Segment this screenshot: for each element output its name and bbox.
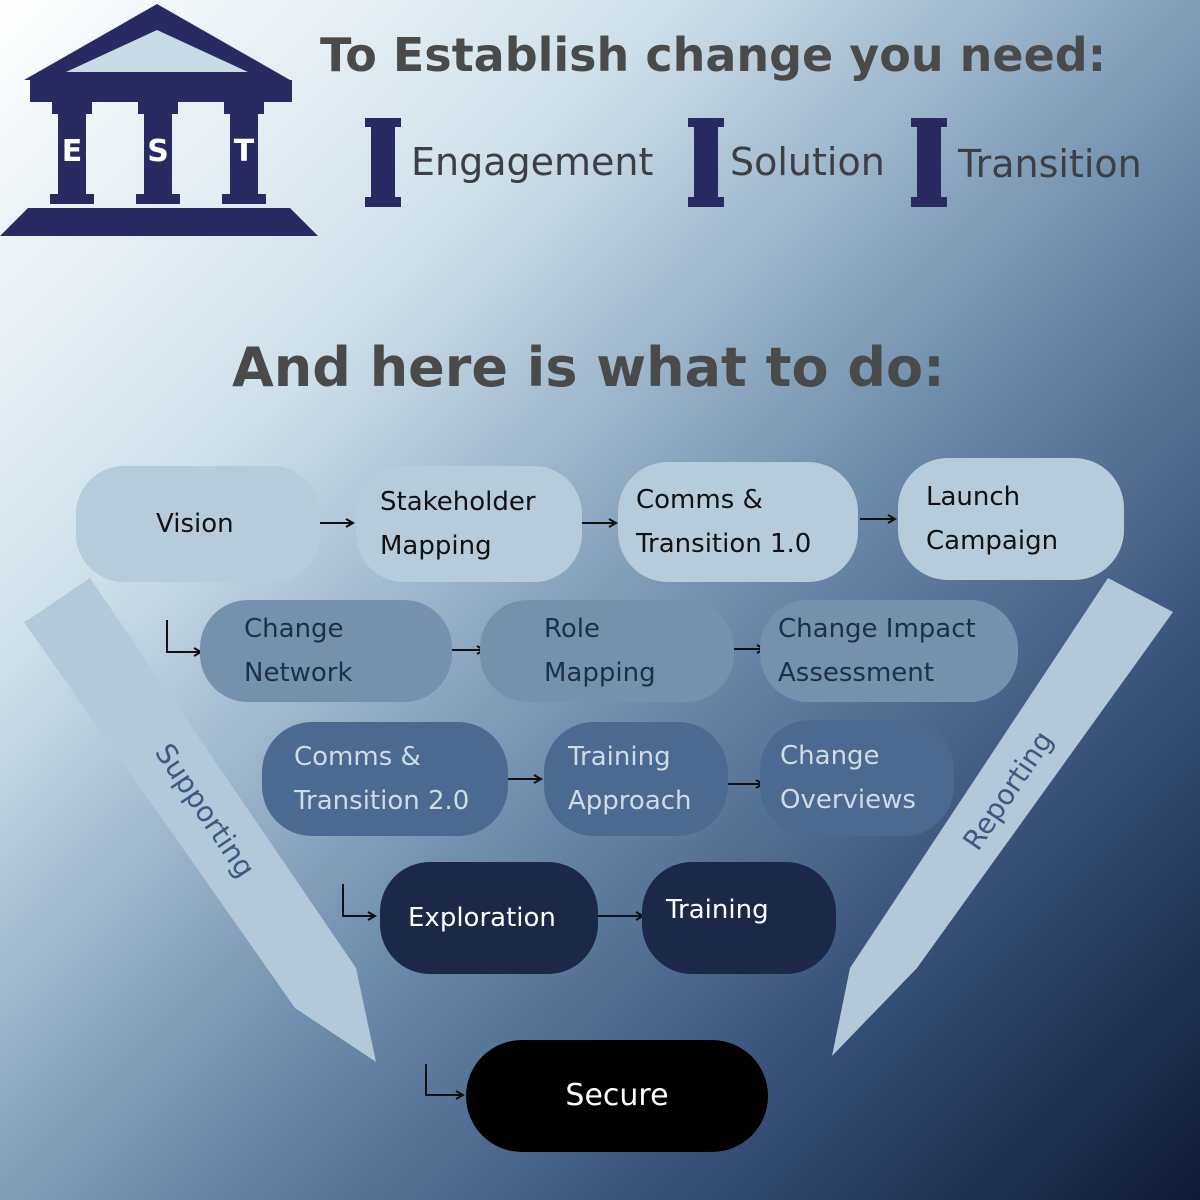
pillar-icon-engagement xyxy=(365,118,401,207)
step-label-line2: Network xyxy=(244,658,353,688)
step-label-line1: Change xyxy=(780,741,880,771)
step-label-line2: Transition 1.0 xyxy=(636,529,812,559)
step-label-line2: Assessment xyxy=(778,658,934,688)
step-label: Secure xyxy=(565,1078,669,1113)
step-secure: Secure xyxy=(466,1040,768,1152)
elbow-connectors xyxy=(166,620,466,1100)
pillar-icon-transition xyxy=(911,118,947,207)
elbow-to-secure xyxy=(425,1064,466,1100)
step-label-line2: Overviews xyxy=(780,785,916,815)
logo-letter-t: T xyxy=(233,134,255,169)
step-stakeholder-mapping: Stakeholder Mapping xyxy=(356,466,582,582)
step-label-line1: Change Impact xyxy=(778,614,976,644)
step-label: Vision xyxy=(156,509,234,539)
step-comms-transition-1: Comms & Transition 1.0 xyxy=(618,462,858,582)
step-exploration: Exploration xyxy=(380,862,598,974)
step-training: Training xyxy=(642,862,836,974)
arrow-comms1-launch xyxy=(860,514,898,524)
step-label-line2: Transition 2.0 xyxy=(294,786,470,816)
step-comms-transition-2: Comms & Transition 2.0 xyxy=(262,722,508,836)
arrow-stakeholder-comms1 xyxy=(582,518,619,528)
step-change-impact-assessment: Change Impact Assessment xyxy=(760,600,1018,702)
step-role-mapping: Role Mapping xyxy=(480,600,734,702)
step-label-line1: Role xyxy=(544,614,601,644)
temple-beam xyxy=(30,80,292,102)
step-label-line2: Mapping xyxy=(380,531,492,561)
step-training-approach: Training Approach xyxy=(544,722,728,836)
step-change-network: Change Network xyxy=(200,600,452,702)
logo-letter-s: S xyxy=(147,134,169,169)
logo-letter-e: E xyxy=(61,134,83,169)
temple-base xyxy=(0,208,318,236)
step-label-line2: Approach xyxy=(568,786,692,816)
subheading: And here is what to do: xyxy=(232,336,945,399)
step-vision: Vision xyxy=(76,466,320,582)
pillar-label-transition: Transition xyxy=(958,142,1142,186)
pillar-label-engagement: Engagement xyxy=(411,140,654,184)
page-title: To Establish change you need: xyxy=(320,28,1107,82)
step-change-overviews: Change Overviews xyxy=(760,720,954,836)
step-label: Exploration xyxy=(408,903,556,933)
temple-logo xyxy=(0,4,318,236)
elbow-to-exploration xyxy=(342,884,378,921)
arrow-comms2-training xyxy=(508,774,544,784)
step-label-line1: Stakeholder xyxy=(380,487,536,517)
step-launch-campaign: Launch Campaign xyxy=(898,458,1124,580)
pillar-label-solution: Solution xyxy=(730,140,885,184)
step-label-line1: Comms & xyxy=(636,485,763,515)
supporting-arrow xyxy=(24,578,376,1062)
step-label-line2: Mapping xyxy=(544,658,656,688)
step-label-line2: Campaign xyxy=(926,526,1059,556)
step-label-line1: Change xyxy=(244,614,344,644)
step-label-line1: Training xyxy=(568,742,671,772)
temple-roof-inner xyxy=(66,30,248,72)
step-label: Training xyxy=(666,895,769,925)
reporting-arrow xyxy=(832,578,1173,1056)
pillar-icon-solution xyxy=(688,118,724,207)
step-label-line1: Comms & xyxy=(294,742,421,772)
step-label-line1: Launch xyxy=(926,482,1021,512)
arrow-vision-stakeholder xyxy=(320,518,356,528)
